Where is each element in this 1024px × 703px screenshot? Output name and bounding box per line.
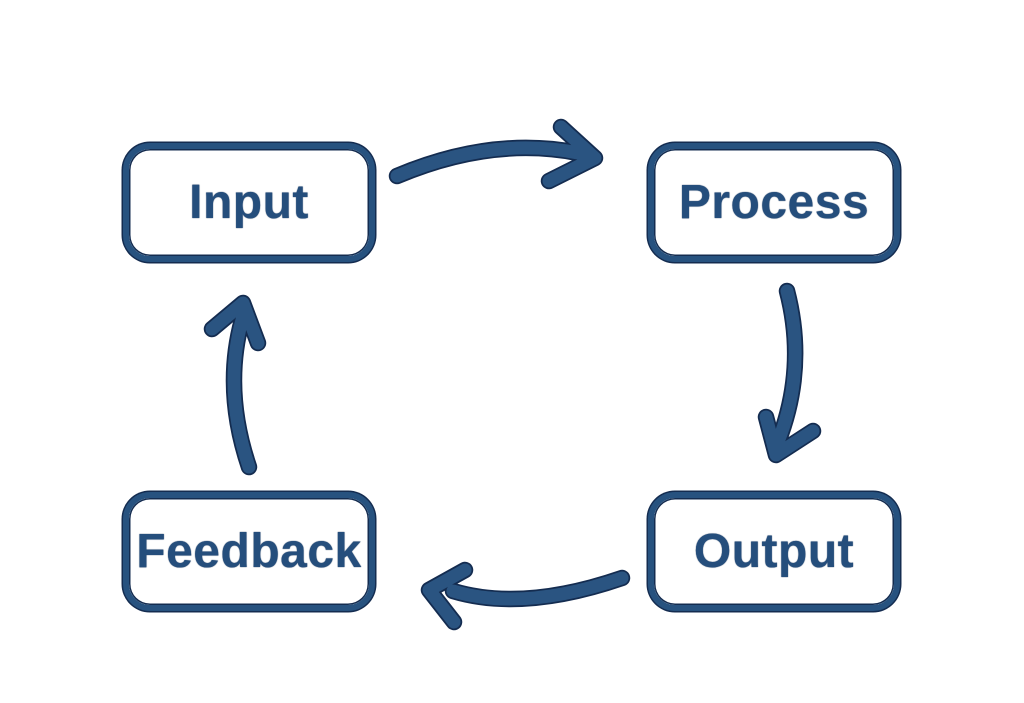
node-input-label: Input — [189, 176, 309, 229]
node-output-label: Output — [693, 525, 855, 578]
arrow-feedback-to-input — [203, 294, 267, 476]
node-feedback: Feedback — [123, 492, 375, 611]
node-process: Process — [648, 143, 900, 262]
node-output: Output — [648, 492, 900, 611]
node-feedback-label: Feedback — [136, 525, 362, 578]
arrow-process-to-output — [757, 282, 822, 464]
arrow-output-to-feedback — [420, 561, 631, 631]
arrow-input-to-process — [388, 118, 604, 190]
node-input: Input — [123, 143, 375, 262]
node-process-label: Process — [678, 176, 870, 229]
